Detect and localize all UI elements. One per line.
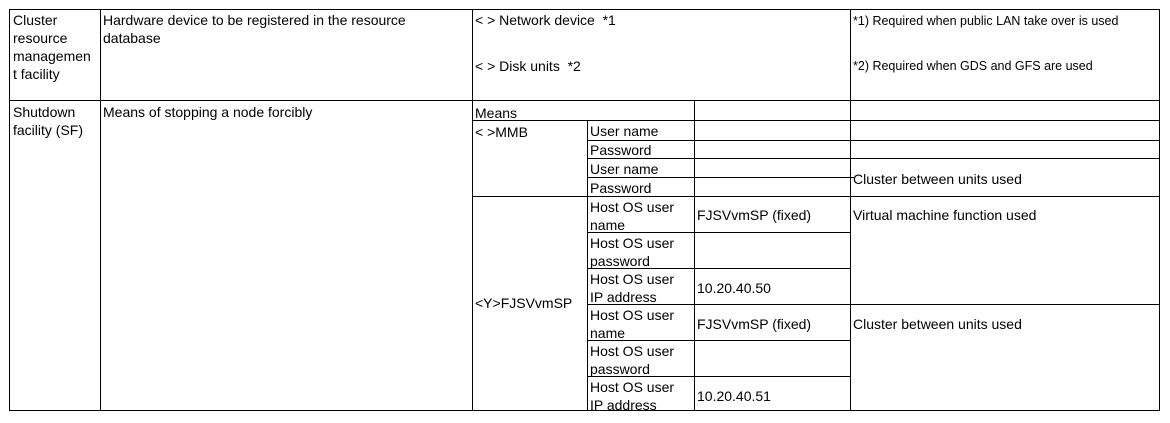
divider <box>587 158 1159 159</box>
hardware-device-description: Hardware device to be registered in the … <box>103 12 406 46</box>
divider <box>587 304 1159 305</box>
host-os-ip-label: Host OS user IP address <box>590 379 675 413</box>
divider <box>587 340 850 341</box>
host-os-user-name-value[interactable]: FJSVvmSP (fixed) <box>697 316 812 332</box>
resource-config-sheet: Cluster resource managemen t facility Ha… <box>9 9 1160 413</box>
divider <box>10 100 1159 101</box>
host-os-ip-label: Host OS user IP address <box>590 271 675 305</box>
mmb-user-name-label: User name <box>590 123 659 139</box>
divider <box>587 232 850 233</box>
means-header: Means <box>475 105 518 121</box>
note-virtual-machine: Virtual machine function used <box>853 207 1037 223</box>
cluster-facility-label: Cluster resource managemen t facility <box>13 12 91 82</box>
mmb-user-name-label: User name <box>590 161 659 177</box>
divider <box>587 268 850 269</box>
divider <box>587 121 588 411</box>
host-os-user-name-label: Host OS user name <box>590 307 675 341</box>
divider <box>587 376 850 377</box>
shutdown-facility-label: Shutdown facility (SF) <box>13 104 83 138</box>
disk-units-option[interactable]: < > Disk units *2 <box>475 58 581 74</box>
note-cluster-between-units: Cluster between units used <box>853 171 1022 187</box>
host-os-user-name-label: Host OS user name <box>590 199 675 233</box>
network-device-option[interactable]: < > Network device *1 <box>475 12 616 28</box>
forced-stop-description: Means of stopping a node forcibly <box>103 104 313 120</box>
divider <box>587 140 1159 141</box>
note-gds-gfs: *2) Required when GDS and GFS are used <box>853 59 1093 73</box>
note-public-lan: *1) Required when public LAN take over i… <box>853 14 1119 28</box>
divider <box>472 120 1159 121</box>
note-cluster-between-units: Cluster between units used <box>853 316 1022 332</box>
mmb-password-label: Password <box>590 180 652 196</box>
divider <box>472 10 473 410</box>
host-os-password-label: Host OS user password <box>590 343 675 377</box>
host-os-password-label: Host OS user password <box>590 235 675 269</box>
divider <box>472 196 1159 197</box>
mmb-option[interactable]: < >MMB <box>475 124 528 140</box>
mmb-password-label: Password <box>590 142 652 158</box>
divider <box>100 10 101 410</box>
host-os-ip-value[interactable]: 10.20.40.51 <box>697 388 771 404</box>
fjsvvmsp-option[interactable]: <Y>FJSVvmSP <box>475 295 573 311</box>
divider <box>850 10 851 410</box>
host-os-user-name-value[interactable]: FJSVvmSP (fixed) <box>697 207 812 223</box>
divider <box>694 101 695 411</box>
host-os-ip-value[interactable]: 10.20.40.50 <box>697 280 771 296</box>
divider <box>587 177 854 178</box>
